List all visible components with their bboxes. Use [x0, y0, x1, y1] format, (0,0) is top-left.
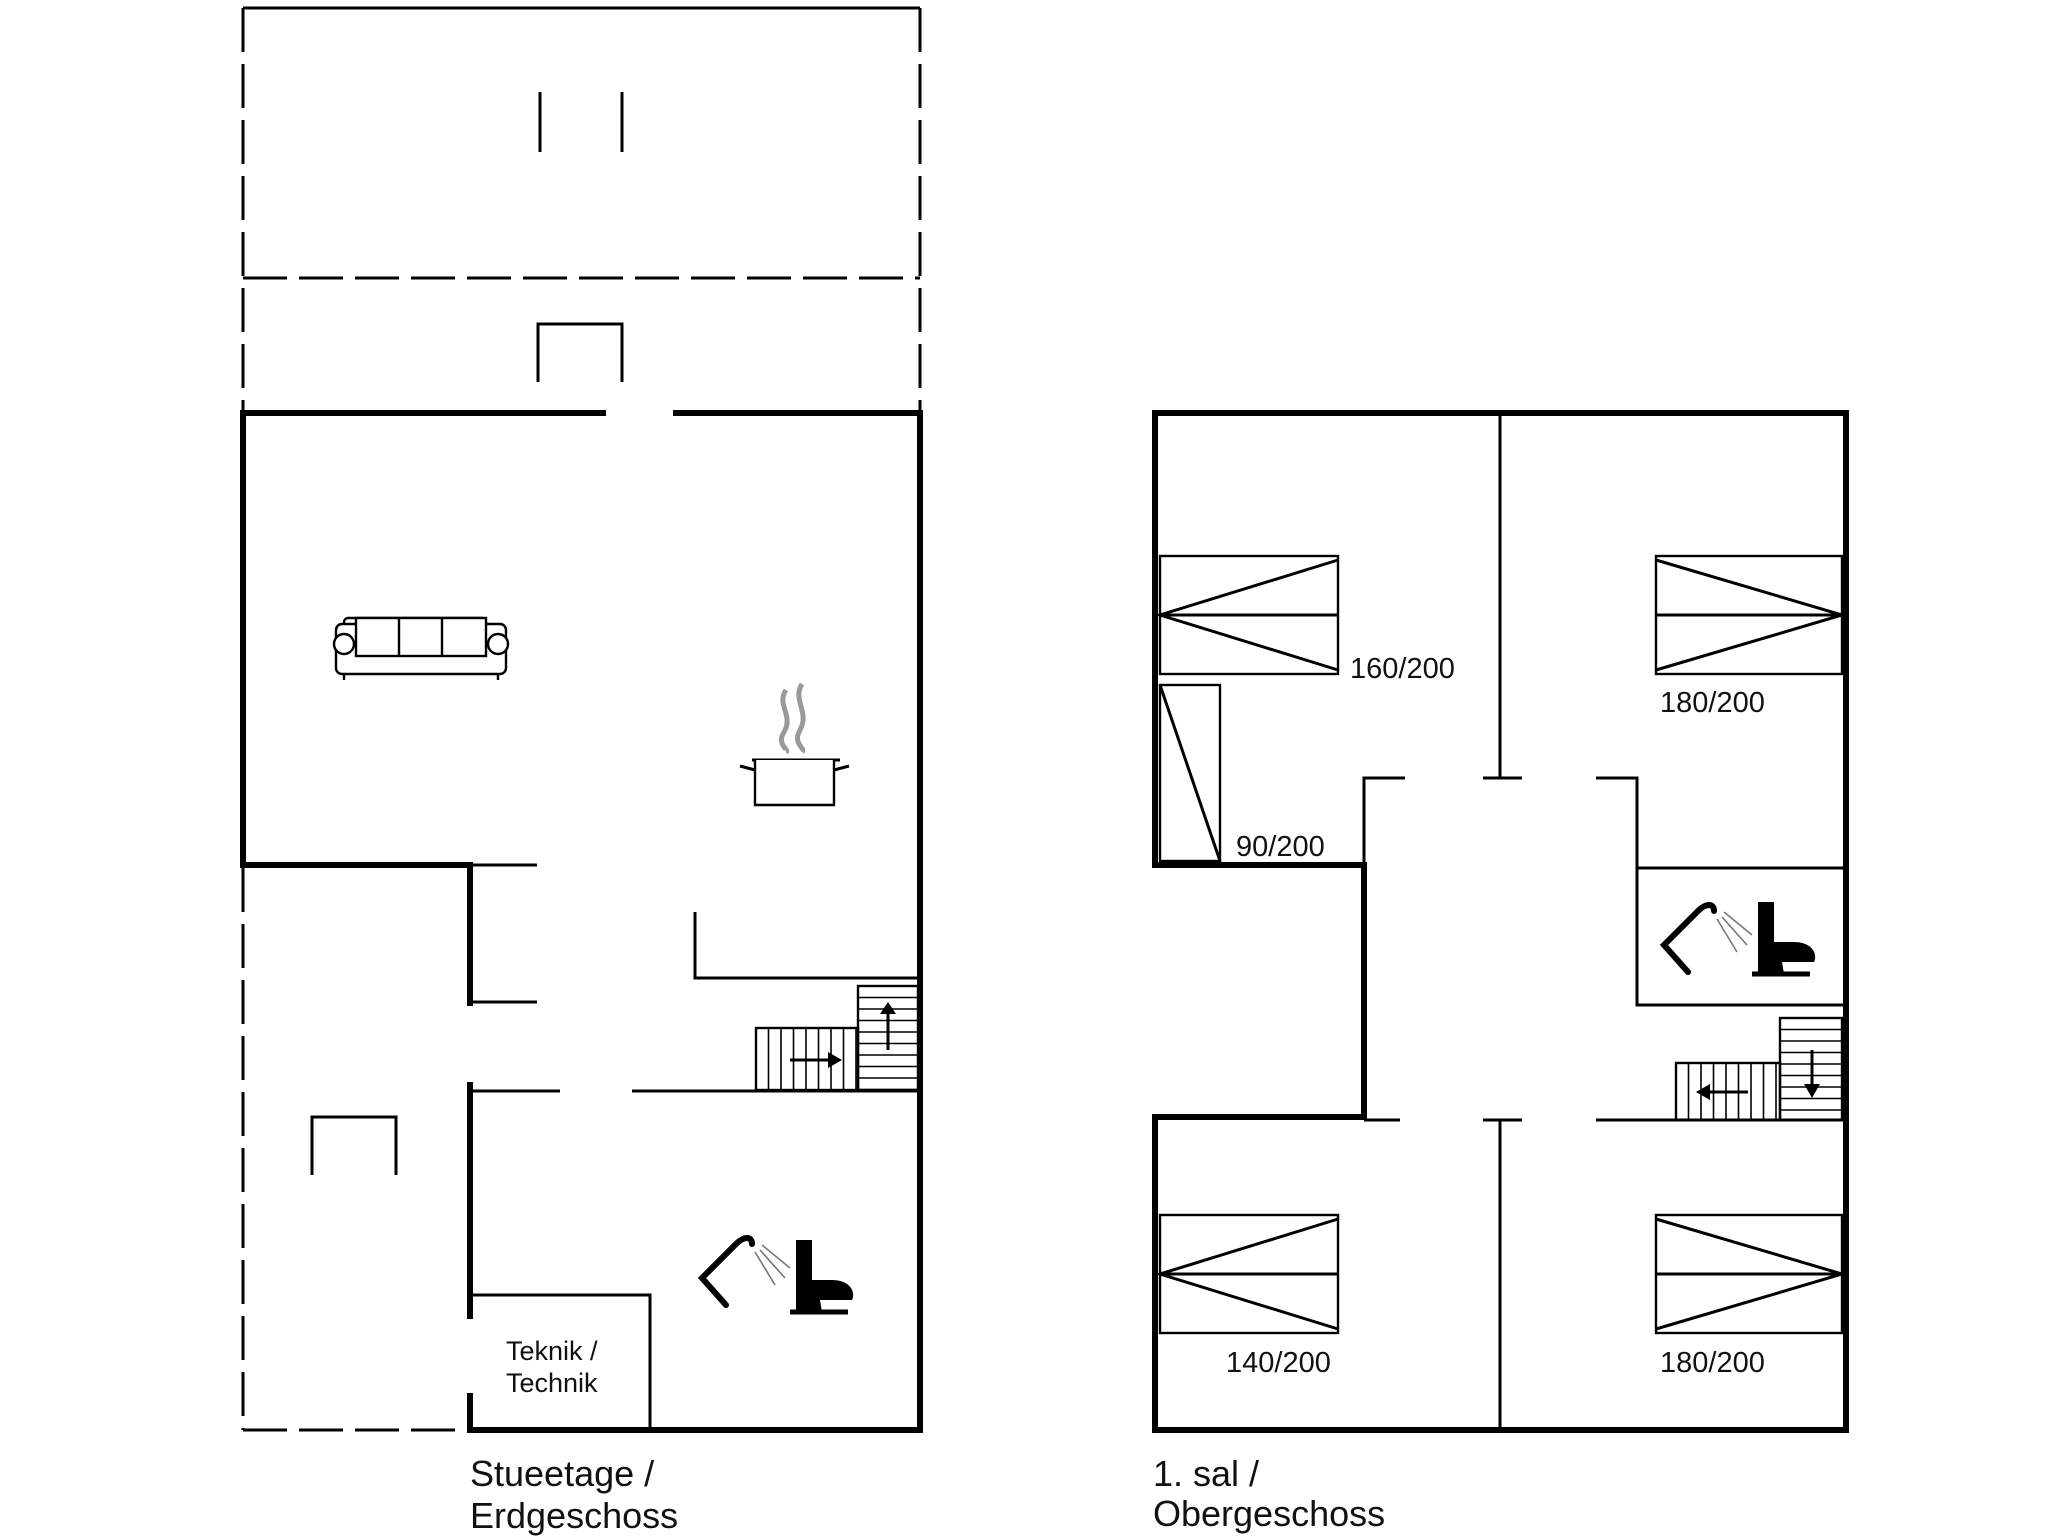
staircase-icon: [754, 984, 920, 1092]
bed-icon: [1654, 554, 1848, 676]
ground-floor-caption-line1: Stueetage /: [470, 1453, 654, 1494]
technik-label-line1: Teknik /: [506, 1336, 598, 1366]
bed-icon: [1654, 1213, 1848, 1335]
ground-walls: [240, 410, 923, 1433]
upper-floor-caption-line1: 1. sal /: [1153, 1453, 1259, 1494]
shower-icon: [1659, 902, 1753, 975]
staircase-icon: [1674, 1016, 1844, 1122]
shower-icon: [697, 1235, 791, 1308]
bed-icon: [1154, 554, 1340, 676]
bunk-bed-icon: [1158, 683, 1222, 863]
upper-walls: [1152, 410, 1849, 1433]
bed-size-label: 140/200: [1226, 1347, 1331, 1379]
technik-label-line2: Technik: [506, 1368, 598, 1398]
cooking-pot-icon: [739, 682, 850, 807]
bed-size-label: 160/200: [1350, 653, 1455, 685]
upper-floor: 160/200 90/200 180/200 140/200 180/200: [1152, 410, 1849, 1534]
upper-floor-caption-line2: Obergeschoss: [1153, 1493, 1385, 1534]
bed-size-label: 180/200: [1660, 1347, 1765, 1379]
bed-size-label: 90/200: [1236, 831, 1325, 863]
toilet-icon: [1752, 902, 1816, 977]
terrace-outline: [241, 6, 922, 410]
ground-floor: Teknik / Technik Stueetage / Erdgeschoss: [240, 6, 923, 1536]
ground-floor-caption-line2: Erdgeschoss: [470, 1495, 678, 1536]
toilet-icon: [790, 1240, 854, 1315]
bed-size-label: 180/200: [1660, 687, 1765, 719]
sofa-icon: [332, 616, 510, 680]
bed-icon: [1154, 1213, 1340, 1335]
